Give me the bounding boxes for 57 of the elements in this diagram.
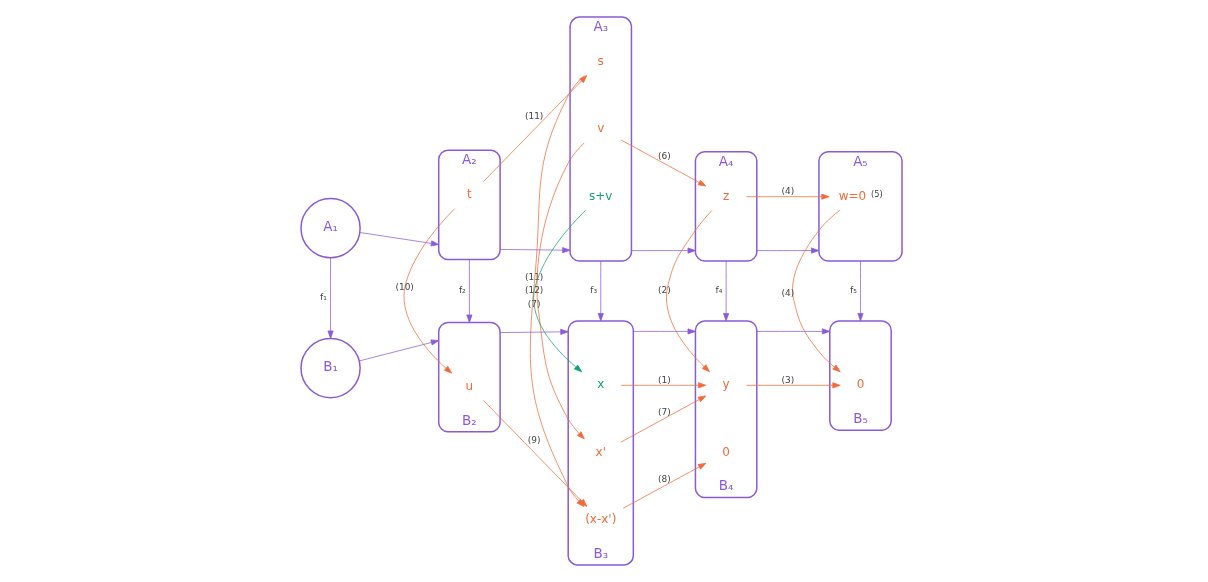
edge-label: f₃ (589, 285, 597, 296)
edge-label: (7) (657, 406, 671, 417)
edge-label: (4) (781, 186, 794, 197)
edge-label: (3) (781, 374, 794, 385)
node-text: 0 (856, 377, 864, 392)
node-text: z (722, 188, 729, 203)
node-text: x' (595, 444, 606, 459)
edge-label: (11) (524, 110, 543, 121)
arrow (482, 75, 587, 183)
arrow (465, 259, 472, 323)
arrow (499, 328, 569, 335)
arrow (632, 328, 696, 335)
arrow (532, 210, 586, 373)
edge-label: (8) (657, 474, 671, 485)
node-text: s (597, 53, 604, 68)
node-text: x (596, 377, 604, 392)
edge-label: (4) (781, 288, 794, 299)
arrow (403, 208, 455, 374)
node-label: (5) (870, 188, 883, 199)
arrow (359, 232, 439, 247)
edge-label: f₂ (458, 285, 466, 296)
arrow (620, 395, 706, 443)
node-text: w=0 (838, 188, 866, 203)
arrow (536, 142, 585, 440)
arrow (791, 209, 841, 373)
arrow (745, 193, 830, 200)
node-circle: A₁ (299, 197, 361, 259)
arrow (499, 247, 570, 254)
arrow (620, 139, 706, 187)
arrow (597, 260, 604, 322)
arrow (622, 462, 706, 509)
edge-label: (6) (657, 150, 671, 161)
node-text: 0 (721, 444, 730, 459)
edge-label: f₄ (715, 285, 722, 296)
node-text: (x-x') (584, 511, 616, 526)
node-text: t (466, 187, 472, 202)
edge-label: (1) (657, 374, 671, 385)
edge-label: f₅ (849, 285, 857, 296)
arrow (620, 382, 706, 389)
node-text: s+v (588, 188, 612, 203)
arrow (745, 382, 841, 389)
edge-label: (2) (657, 285, 671, 296)
node-circle: B₁ (299, 337, 361, 399)
node-text: y (722, 377, 730, 392)
node-text: v (596, 121, 604, 136)
arrow (755, 328, 830, 335)
arrow (327, 257, 334, 339)
arrow (358, 339, 439, 362)
arrow (630, 247, 696, 254)
node-text: u (465, 378, 473, 393)
edge-label: (10) (394, 282, 414, 293)
edge-label: f₁ (319, 292, 327, 303)
arrow (722, 260, 729, 322)
arrow (857, 260, 863, 322)
arrow (665, 210, 712, 373)
arrow (755, 247, 819, 254)
edge-label: (9) (527, 435, 540, 446)
